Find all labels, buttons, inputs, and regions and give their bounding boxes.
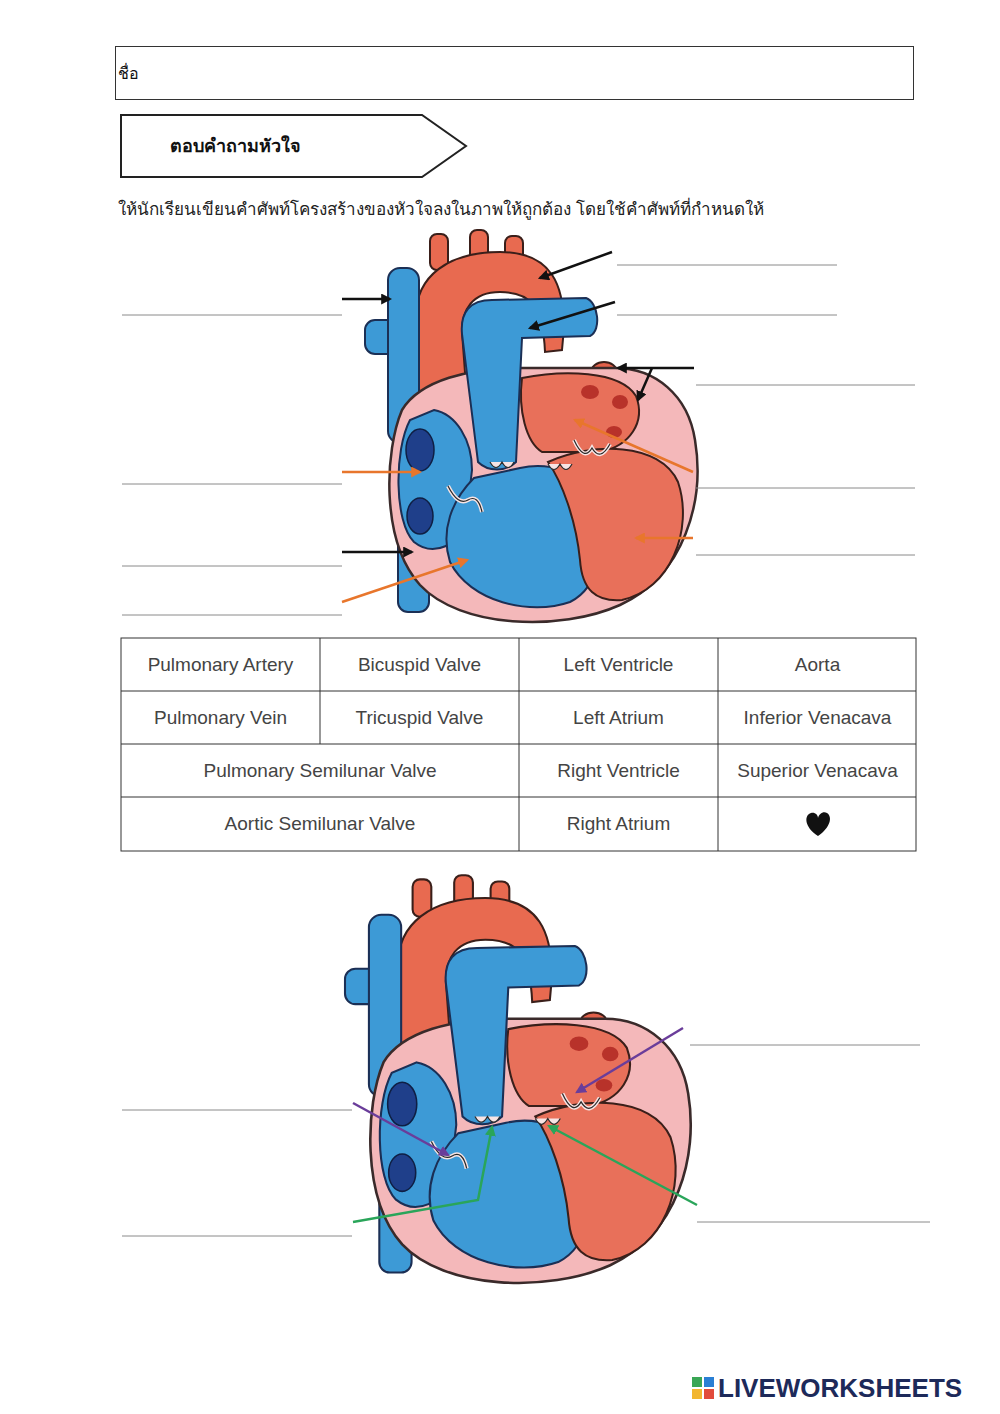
table-cell: Bicuspid Valve [358,654,481,676]
answer-line [122,315,342,316]
pointer-arrow [638,368,652,400]
pulmonary-valve [490,462,514,468]
table-cell-holder: Inferior Venacava [720,692,915,743]
arrow-group [353,1028,697,1222]
table-cell: Inferior Venacava [744,707,892,729]
heart-wall [389,368,697,622]
table-rule [718,638,719,851]
watermark: LIVEWORKSHEETS [718,1373,962,1404]
answer-lines [122,265,915,615]
answer-line [696,488,915,489]
aortic-valve [548,464,572,470]
table-cell-holder: Pulmonary Vein [123,692,318,743]
table-cell: Pulmonary Artery [148,654,294,676]
heart-illustration [345,875,691,1283]
pointer-arrow [575,420,693,472]
heart-symbol [806,812,830,836]
table-cell-holder: Pulmonary Artery [123,639,318,690]
field-label: ชื่อ [118,64,139,84]
pointer-arrow [342,471,420,474]
title-banner: ตอบคำถามหัวใจ [120,114,468,178]
table-cell-holder: Pulmonary Semilunar Valve [123,745,517,796]
answer-line [617,315,837,316]
instruction-text: ให้นักเรียนเขียนคำศัพท์โครงสร้างของหัวใจ… [118,195,764,222]
table-cell-holder: Left Ventricle [521,639,716,690]
pointer-arrow [636,537,693,540]
table-cell: Left Atrium [573,707,664,729]
pointer-arrow [530,302,615,328]
pointer-arrow [342,560,467,602]
pointer-arrow [540,252,612,278]
table-cell-holder: Aortic Semilunar Valve [123,798,517,849]
table-cell-holder: Bicuspid Valve [322,639,517,690]
answer-line [122,1110,352,1111]
pointer-arrow [549,1126,697,1205]
table-cell: Right Ventricle [557,760,680,782]
table-rule [519,638,520,851]
answer-line [696,555,915,556]
vessel-opening [407,498,433,534]
table-border [121,638,916,851]
table-cell: Aortic Semilunar Valve [225,813,416,835]
answer-line [690,1045,920,1046]
heart-illustration [365,230,697,622]
pointer-arrow [342,551,412,554]
vessel-opening [581,385,599,399]
name-box: ชื่อ [115,46,914,100]
answer-line [122,484,342,485]
watermark-holder: LIVEWORKSHEETS [718,1370,992,1406]
pointer-arrow [353,1127,492,1222]
table-cell-holder: Right Atrium [521,798,716,849]
table-cell-holder: Superior Venacava [720,745,915,796]
answer-line [696,385,915,386]
table-cell: Superior Venacava [737,760,898,782]
logo-square [704,1389,714,1399]
logo-square [692,1377,702,1387]
pointer-arrow [577,1028,683,1092]
table-rule [320,638,321,744]
tricuspid-valve [448,486,482,512]
vessel-opening [406,429,434,471]
pointer-arrow [353,1103,448,1155]
instruction-text-holder: ให้นักเรียนเขียนคำศัพท์โครงสร้างของหัวใจ… [118,194,938,222]
answer-lines [122,1045,930,1236]
vessel-opening [612,395,628,409]
bicuspid-valve [574,440,610,454]
table-cell: Pulmonary Semilunar Valve [203,760,436,782]
table-cell-holder: Tricuspid Valve [322,692,517,743]
table-cell: Left Ventricle [564,654,674,676]
table-cell-holder: Left Atrium [521,692,716,743]
pointer-arrow [342,298,390,301]
arrow-group [342,252,694,602]
answer-line [122,1236,352,1237]
tricuspid-valve [448,486,482,512]
logo-square [704,1377,714,1387]
table-cell: Right Atrium [567,813,670,835]
answer-line [697,1222,930,1223]
banner-shape [121,115,466,177]
table-cell-holder: Right Ventricle [521,745,716,796]
table-cell: Aorta [795,654,840,676]
word-table-grid [121,638,916,851]
answer-line [122,615,342,616]
pointer-arrow [618,367,694,370]
logo-icon [692,1377,714,1399]
answer-line [122,566,342,567]
logo-square [692,1389,702,1399]
table-cell-holder: Aorta [720,639,915,690]
table-cell: Tricuspid Valve [356,707,484,729]
bicuspid-valve [574,440,610,454]
left-ventricle [548,449,683,600]
table-cell: Pulmonary Vein [154,707,287,729]
answer-line [617,265,837,266]
banner-title: ตอบคำถามหัวใจ [120,114,301,178]
